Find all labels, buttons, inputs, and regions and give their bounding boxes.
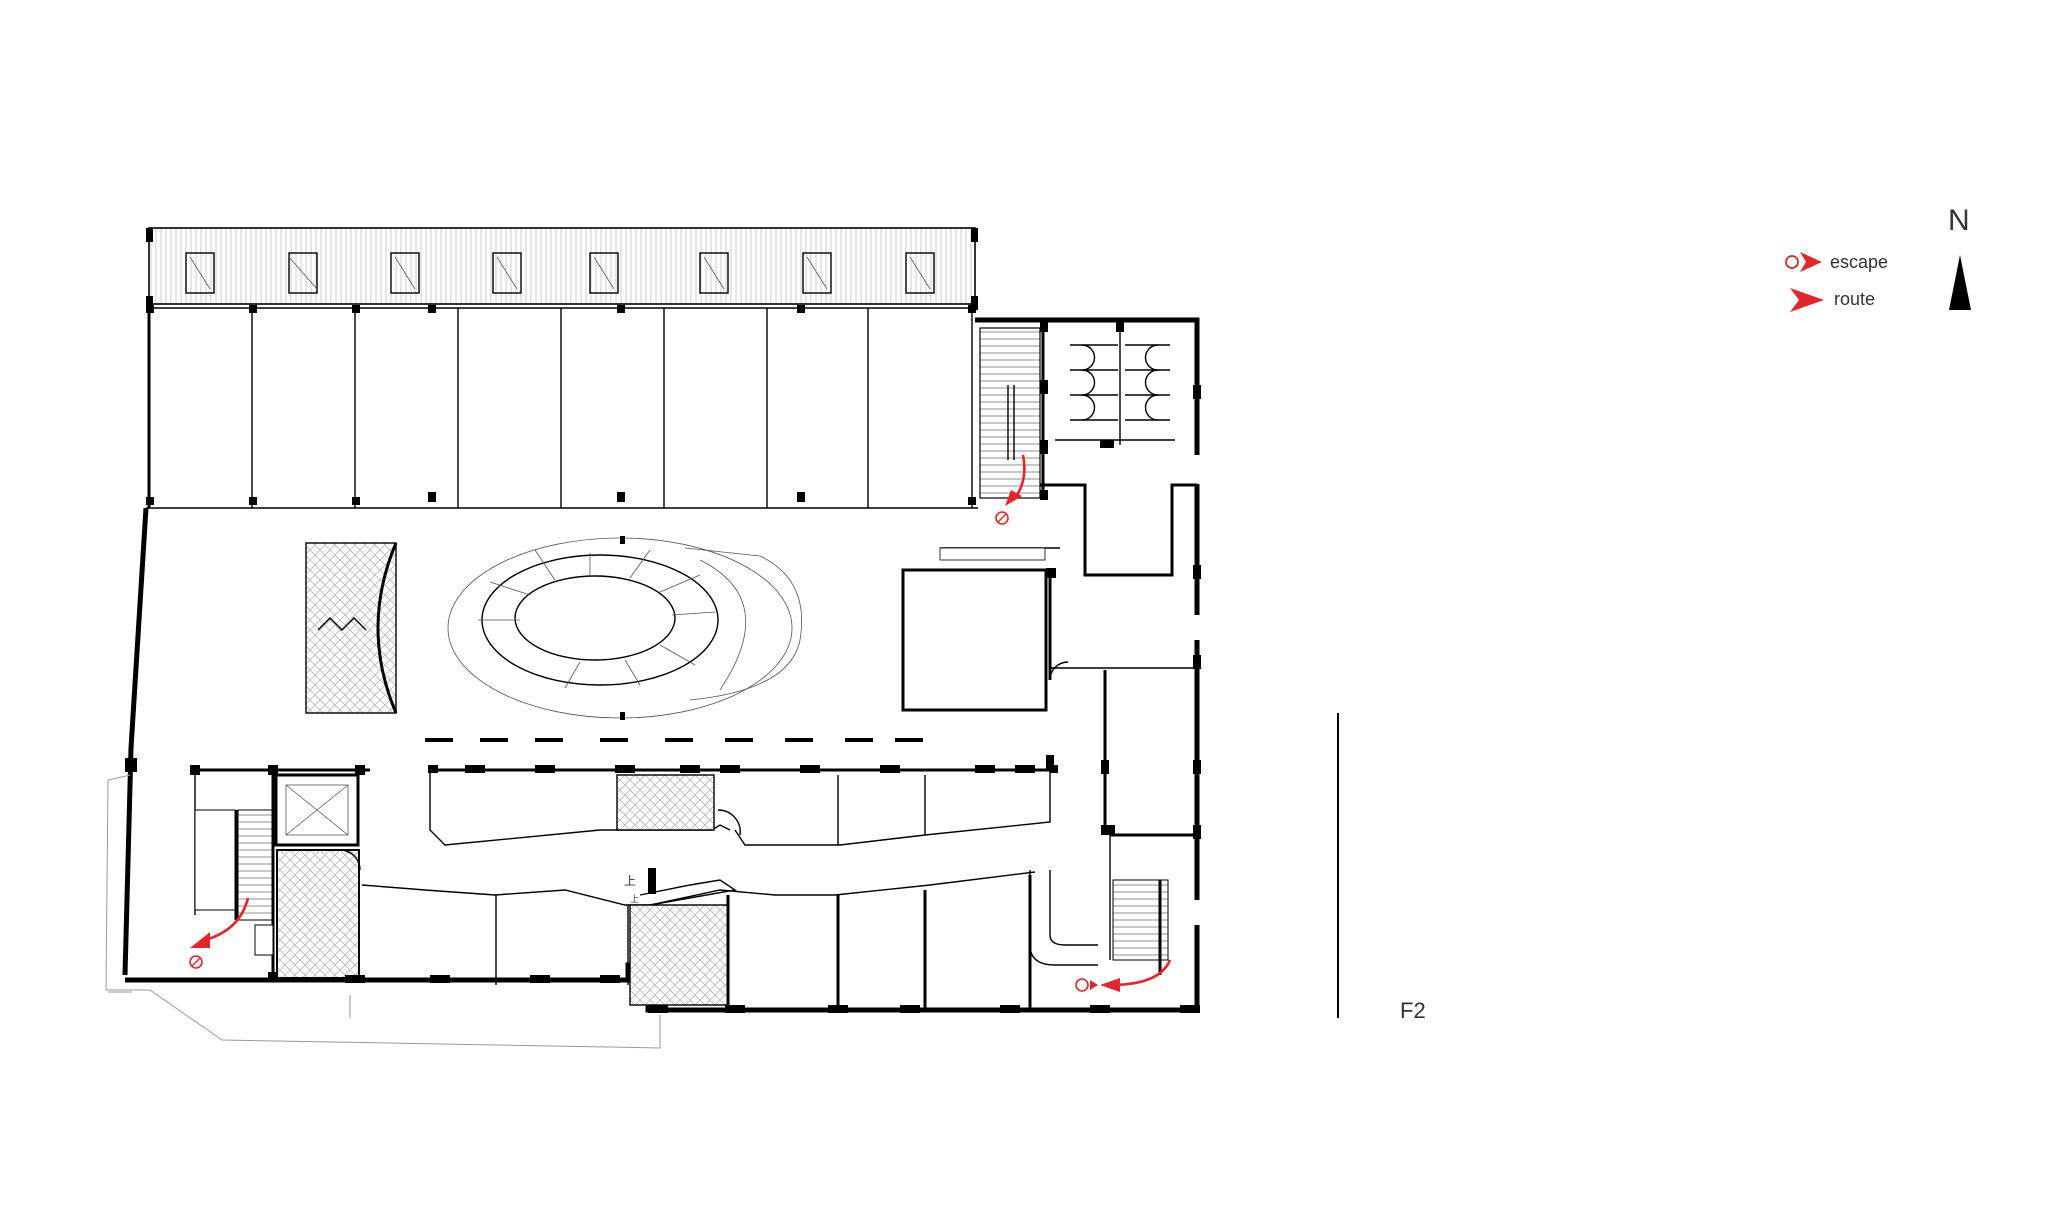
northeast-core: [979, 320, 1201, 500]
plan-marks: 上 上: [624, 874, 639, 904]
escape-route-southeast: [1075, 959, 1172, 992]
north-arrow: N: [1948, 204, 1971, 310]
south-north-rooms: [428, 765, 1058, 846]
floor-level-label: F2: [1400, 998, 1426, 1023]
spiral-stair: [447, 537, 803, 719]
legend-item-escape: escape: [1785, 252, 1888, 272]
north-arrow-icon: [1949, 255, 1971, 310]
atrium-balustrade: [425, 536, 923, 742]
north-label: N: [1948, 204, 1970, 237]
escape-route-southwest: [189, 897, 250, 969]
legend-label-escape: escape: [1830, 252, 1888, 272]
stair-up-mark-upper: 上: [624, 874, 636, 888]
west-lift-lobby: [305, 542, 398, 714]
north-bays: [146, 305, 978, 509]
site-outline: [105, 774, 661, 1049]
legend-item-route: route: [1790, 288, 1875, 312]
escape-routes: [189, 454, 1172, 992]
section-marker: F2: [1337, 713, 1426, 1023]
east-stair: [1112, 879, 1169, 975]
southwest-core: [125, 758, 370, 982]
atrium: [305, 536, 923, 742]
north-roof-strip: [146, 227, 978, 310]
toilet-stalls: [1070, 344, 1170, 421]
legend-label-route: route: [1834, 289, 1875, 309]
skylight-row: [185, 252, 935, 294]
south-south-rooms: [345, 868, 1200, 1013]
east-ramp: [1029, 870, 1098, 966]
escape-exit-arrow-icon: [1785, 252, 1822, 272]
route-arrow-icon: [1790, 288, 1824, 312]
east-rooms: [901, 547, 1201, 975]
stair-up-mark-lower: 上: [630, 894, 639, 904]
south-wing: [345, 765, 1200, 1013]
escape-route-northeast: [995, 454, 1026, 525]
legend: escape route: [1785, 252, 1888, 312]
